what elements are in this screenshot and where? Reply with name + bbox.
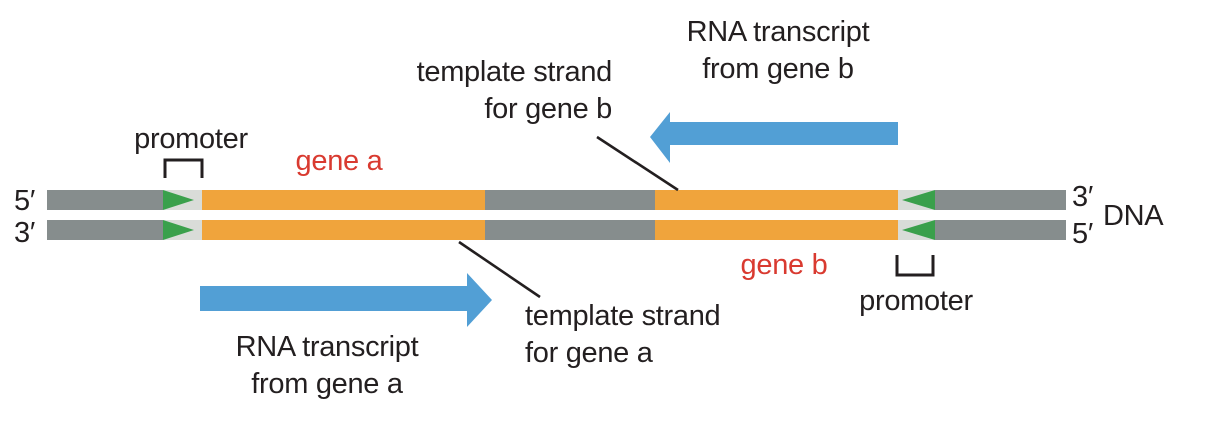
promoter-arrow-left-icon (902, 220, 935, 240)
rna-transcript-a-line1: RNA transcript (235, 331, 419, 363)
rna-transcript-b-line2: from gene b (702, 53, 854, 85)
promoter-label-right: promoter (859, 285, 973, 317)
template-strand-a-line1: template strand (525, 300, 721, 332)
template-a-pointer-line (458, 240, 541, 299)
gene-b-label: gene b (740, 249, 828, 281)
promoter-bracket-left (163, 158, 204, 178)
gene-b-region-bottom (655, 220, 898, 240)
rna-transcript-a-arrow-icon (200, 273, 492, 327)
promoter-arrow-right-icon (163, 190, 194, 210)
dna-segment-gray-middle (485, 190, 655, 210)
promoter-region-gene-a-bottom (163, 220, 202, 240)
dna-segment-gray-right (935, 190, 1066, 210)
dna-strand-bottom (47, 220, 1066, 240)
strand-end-5prime-right: 5′ (1072, 218, 1093, 250)
strand-end-5prime-left: 5′ (14, 185, 35, 217)
gene-a-region-top (202, 190, 485, 210)
promoter-bracket-right (895, 255, 935, 277)
template-strand-a-line2: for gene a (525, 337, 653, 369)
gene-a-region-bottom (202, 220, 485, 240)
dna-segment-gray-middle (485, 220, 655, 240)
gene-a-label: gene a (295, 145, 383, 177)
dna-strand-top (47, 190, 1066, 210)
promoter-arrow-left-icon (902, 190, 935, 210)
rna-transcript-a-label: RNA transcript from gene a (197, 329, 457, 403)
rna-transcript-b-arrow-icon (650, 112, 898, 163)
strand-end-3prime-left: 3′ (14, 217, 35, 249)
template-b-pointer-line (596, 135, 679, 192)
rna-transcript-a-line2: from gene a (251, 368, 403, 400)
rna-transcript-b-line1: RNA transcript (686, 16, 870, 48)
template-strand-b-line1: template strand (416, 56, 613, 88)
dna-segment-gray-left (47, 190, 163, 210)
template-strand-b-label: template strand for gene b (362, 54, 613, 128)
template-strand-b-line2: for gene b (484, 93, 612, 125)
strand-end-3prime-right: 3′ (1072, 181, 1093, 213)
promoter-label-left: promoter (134, 123, 248, 155)
promoter-region-gene-a-top (163, 190, 202, 210)
dna-segment-gray-right (935, 220, 1066, 240)
promoter-arrow-right-icon (163, 220, 194, 240)
rna-transcript-b-label: RNA transcript from gene b (648, 14, 908, 88)
gene-b-region-top (655, 190, 898, 210)
dna-label: DNA (1103, 200, 1164, 232)
promoter-region-gene-b-bottom (898, 220, 935, 240)
promoter-region-gene-b-top (898, 190, 935, 210)
template-strand-a-label: template strand for gene a (525, 298, 775, 372)
dna-segment-gray-left (47, 220, 163, 240)
